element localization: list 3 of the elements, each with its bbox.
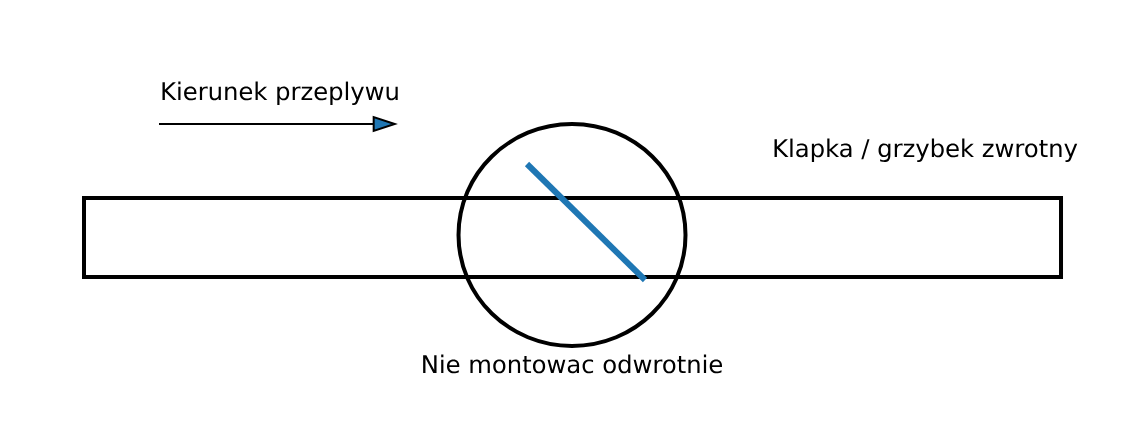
label: Nie montowac odwrotnie: [423, 354, 722, 374]
label: Klapka / grzybek zwrotny: [774, 138, 1078, 163]
label: Kierunek przeplywu: [162, 81, 398, 106]
